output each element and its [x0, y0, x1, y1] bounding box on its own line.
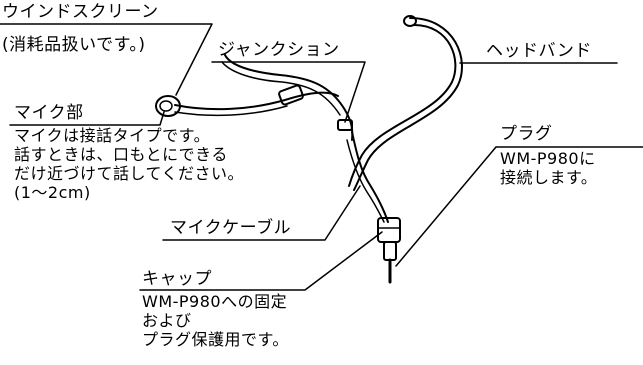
headband-inner: [348, 24, 457, 187]
leader-junction: [211, 61, 366, 123]
junction-arm-2: [221, 61, 341, 116]
mic-description-1: マイクは接話タイプです。: [14, 126, 211, 145]
mic-capsule-inner: [159, 100, 173, 112]
leader-cable: [162, 185, 361, 241]
cap-description-1: WM-P980への固定: [142, 292, 288, 311]
mic-boom: [174, 91, 339, 111]
windscreen-note: (消耗品扱いです。): [2, 35, 146, 55]
plug-description-2: 接続します。: [500, 168, 598, 187]
headband-outer: [353, 17, 463, 191]
cable-label: マイクケーブル: [170, 218, 292, 238]
cap-title: キャップ: [142, 269, 212, 289]
leader-windscreen: [0, 23, 213, 96]
leader-cap: [139, 231, 383, 291]
inline-connector: [278, 84, 304, 106]
mic-description-3: だけ近づけて話してください。: [14, 164, 245, 183]
cap-description-3: プラグ保護用です。: [142, 330, 289, 349]
mic-capsule: [155, 95, 181, 117]
plug-description-1: WM-P980に: [500, 149, 596, 168]
plug-title: プラグ: [500, 124, 553, 144]
mic-description-4: (1〜2cm): [14, 183, 91, 202]
plug-sleeve: [383, 241, 397, 261]
cap-body: [377, 217, 401, 243]
cap-description-2: および: [142, 311, 192, 330]
mic-boom-2: [174, 105, 288, 117]
mic-cable-2: [346, 139, 385, 223]
leader-plug-diag: [395, 146, 497, 267]
headband-label: ヘッドバンド: [486, 41, 592, 61]
junction-label: ジャンクション: [218, 40, 340, 60]
windscreen-title: ウインドスクリーン: [2, 2, 159, 22]
mic-description-2: 話すときは、口もとにできる: [14, 145, 228, 164]
leader-mic: [9, 111, 165, 126]
junction-arm: [224, 54, 354, 141]
mic-title: マイク部: [14, 103, 84, 123]
headband-tip: [403, 15, 417, 27]
mic-cable: [351, 131, 389, 223]
